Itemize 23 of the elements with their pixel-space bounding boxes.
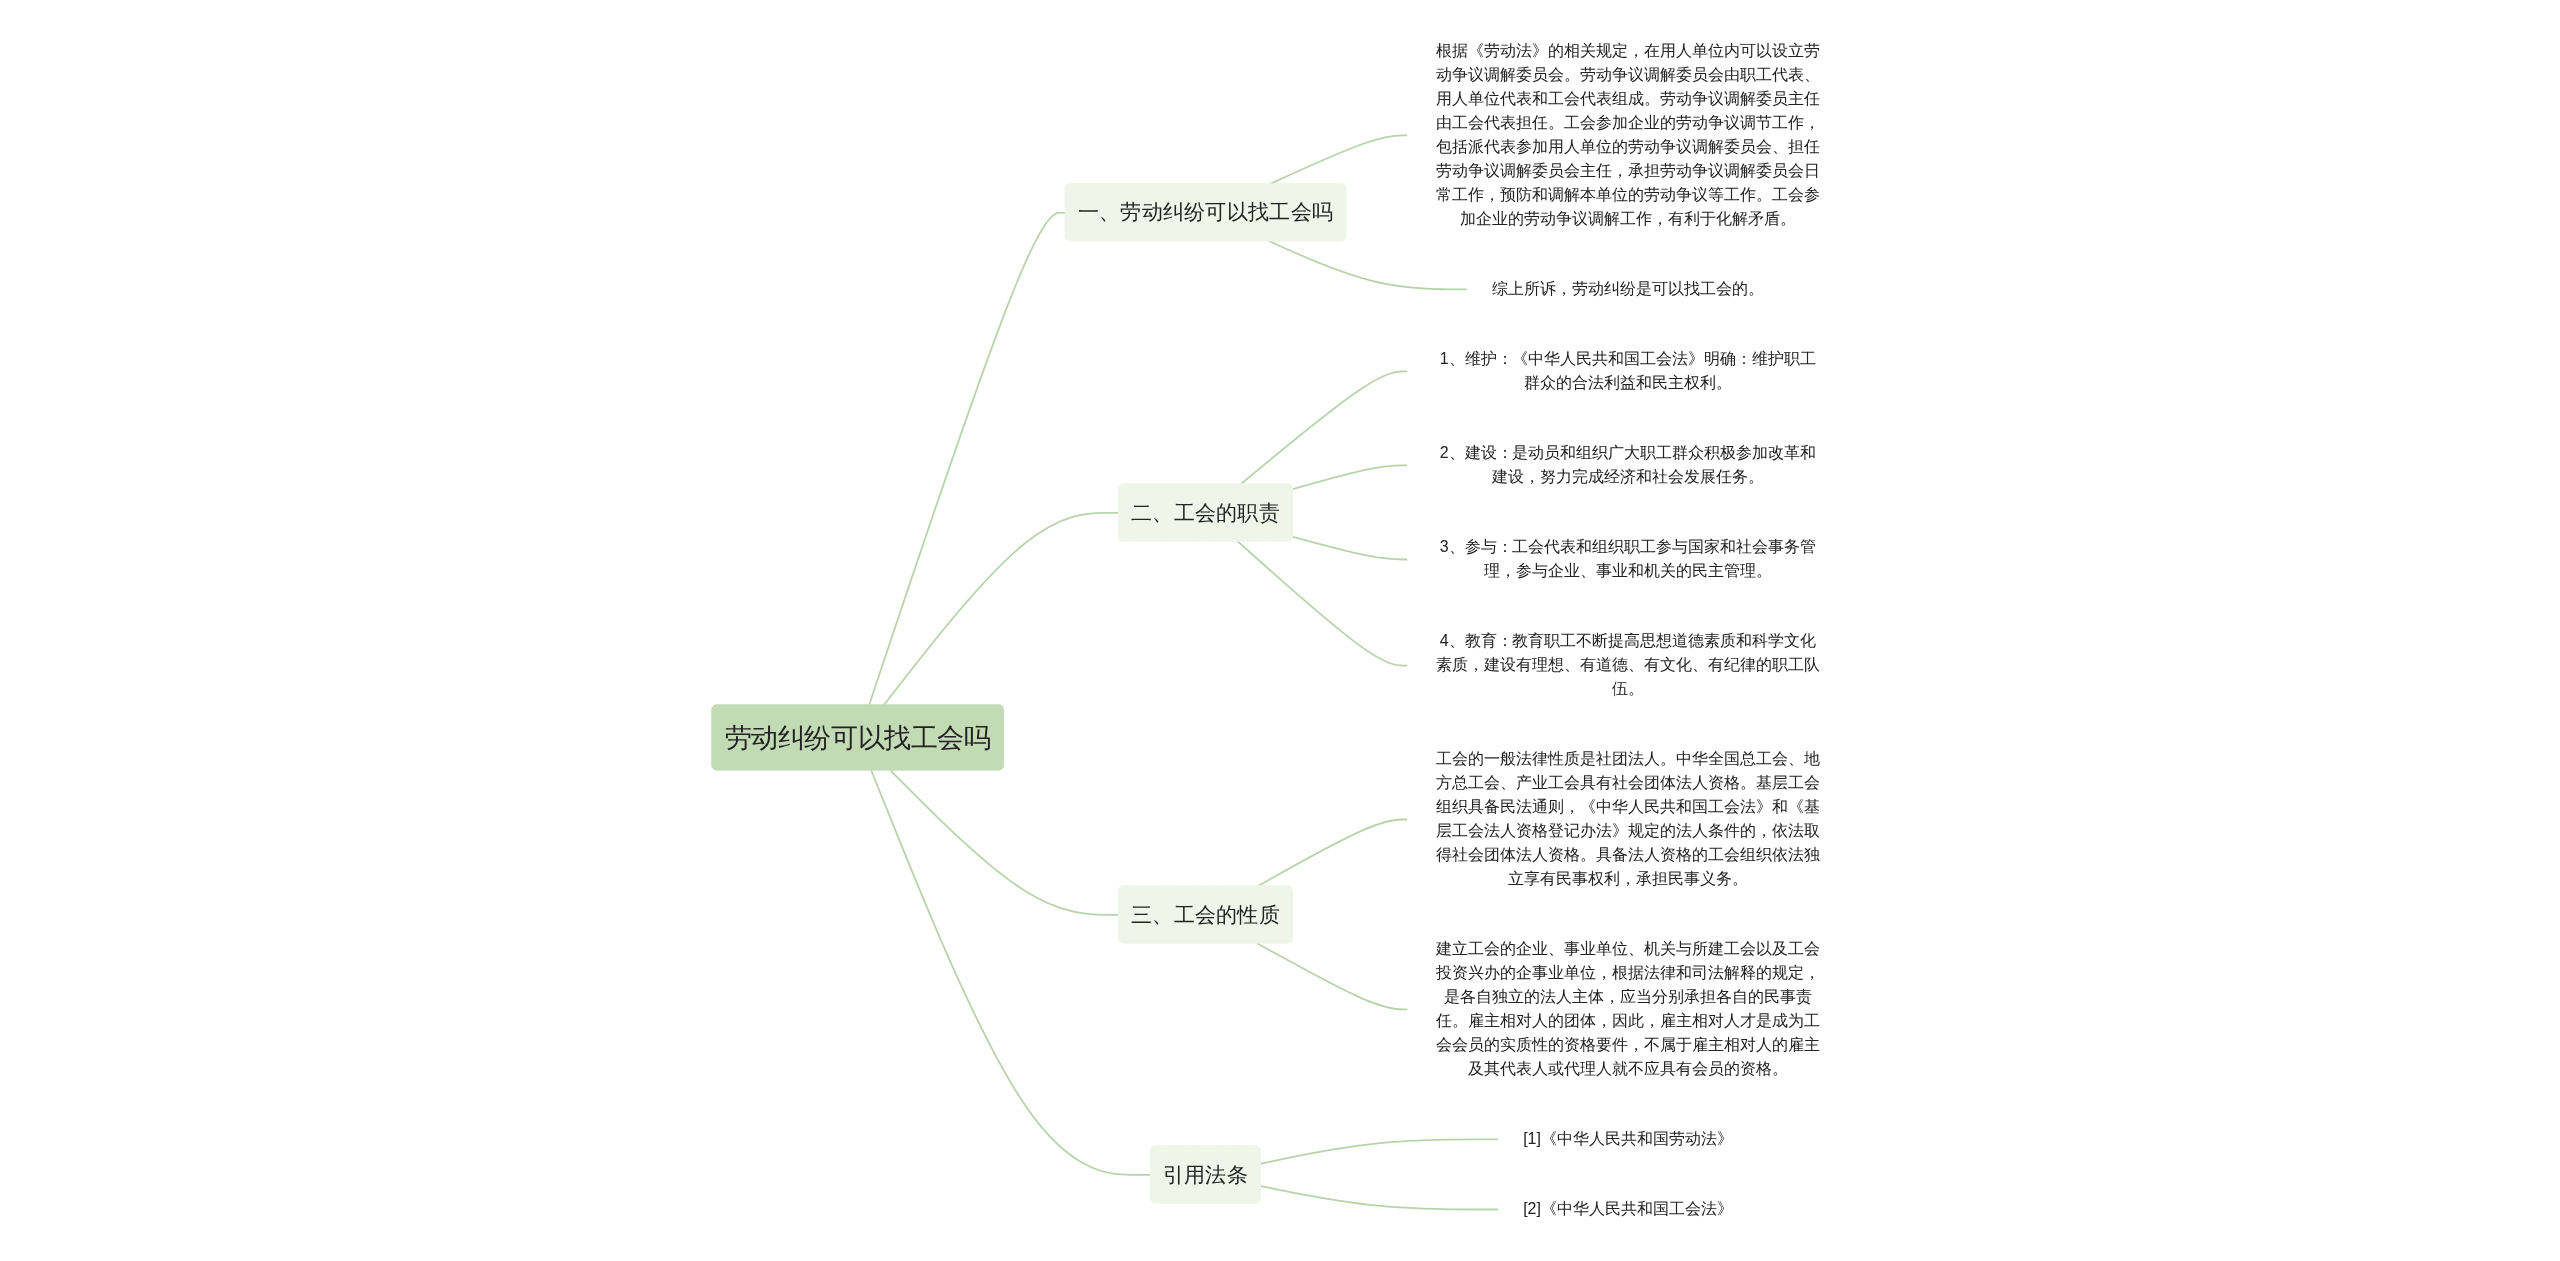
connector [1256, 818, 1409, 888]
connector [1292, 535, 1409, 561]
node-text: 2、建设：是动员和组织广大职工群众积极参加改革和建设，努力完成经济和社会发展任务。 [1439, 444, 1816, 486]
connector [1256, 942, 1409, 1011]
node-text: 根据《劳动法》的相关规定，在用人单位内可以设立劳动争议调解委员会。劳动争议调解委员会由职工代表、用人单位代表和工会代表组成。劳动争议调解委员主任由工会代表担任。工会参加企业的劳动争议调节工作，包括派代表参加用人单位的劳动争议调解委员会、担任劳动争议调解委员会主任，承担劳动争议调解委员会日常工作，预防和调解本单位的劳动争议等工作。工会参加企业的劳动争议调解工作，有利于化解矛盾。 [1436, 42, 1820, 228]
node-text: 建立工会的企业、事业单位、机关与所建工会以及工会投资兴办的企事业单位，根据法律和司法解释的规定，是各自独立的法人主体，应当分别承担各自的民事责任。雇主相对人的团体，因此，雇主相对人才是成为工会会员的实质性的资格要件，不属于雇主相对人的雇主及其代表人或代理人就不应具有会员的资格。 [1436, 940, 1820, 1078]
node-text: 3、参与：工会代表和组织职工参与国家和社会事务管理，参与企业、事业和机关的民主管理。 [1439, 538, 1816, 580]
node-text: 工会的一般法律性质是社团法人。中华全国总工会、地方总工会、产业工会具有社会团体法人资格。基层工会组织具备民法通则，《中华人民共和国工会法》和《基层工会法人资格登记办法》规定的法人条件的，依法取得社会团体法人资格。具备法人资格的工会组织依法独立享有民事权利，承担民事义务。 [1436, 750, 1820, 888]
connector [870, 769, 1152, 1176]
connector [1260, 1185, 1500, 1211]
connector [1292, 464, 1409, 490]
connector [1268, 240, 1469, 291]
connector [882, 511, 1120, 707]
connector [1236, 540, 1409, 667]
connector [868, 211, 1067, 707]
node-text: 综上所诉，劳动纠纷是可以找工会的。 [1492, 279, 1764, 298]
connector [889, 769, 1120, 916]
node-text: [1]《中华人民共和国劳动法》 [1523, 1130, 1733, 1148]
connector [1260, 1138, 1500, 1165]
connector [1239, 370, 1409, 486]
node-text: [2]《中华人民共和国工会法》 [1523, 1200, 1733, 1218]
node-text: 4、教育：教育职工不断提高思想道德素质和科学文化素质，建设有理想、有道德、有文化、有纪律的职工队伍。 [1436, 632, 1820, 698]
node-text: 1、维护：《中华人民共和国工会法》明确：维护职工群众的合法利益和民主权利。 [1439, 350, 1816, 392]
